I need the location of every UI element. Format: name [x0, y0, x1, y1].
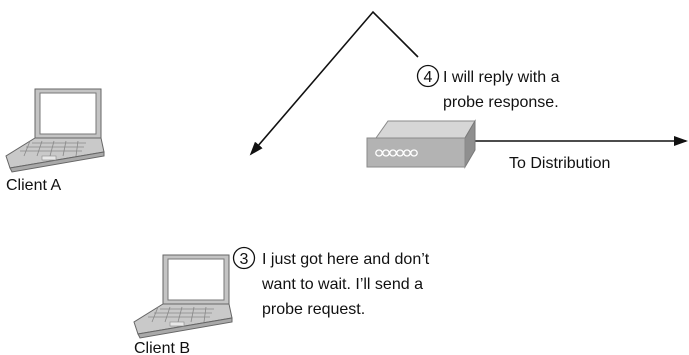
step-3-number: 3	[240, 251, 249, 268]
distribution-label: To Distribution	[509, 155, 610, 172]
probe-response-arrow	[249, 10, 419, 156]
client-b-label: Client B	[134, 340, 190, 355]
client-a-laptop-icon	[5, 88, 105, 173]
client-b-laptop-icon	[133, 254, 233, 339]
access-point-icon	[366, 119, 476, 169]
step-3-line-1: I just got here and don’t	[262, 251, 430, 268]
step-3-line-2: want to wait. I’ll send a	[261, 276, 423, 293]
step-4-line-2: probe response.	[443, 94, 559, 111]
step-4-callout: 4 I will reply with a probe response.	[416, 64, 560, 111]
client-a-label: Client A	[6, 177, 61, 194]
step-4-line-1: I will reply with a	[443, 69, 560, 86]
step-4-badge	[416, 64, 440, 88]
step-3-line-3: probe request.	[262, 301, 365, 318]
step-3-badge	[232, 246, 256, 270]
step-4-number: 4	[424, 69, 433, 86]
step-3-callout: 3 I just got here and don’t want to wait…	[232, 246, 430, 318]
